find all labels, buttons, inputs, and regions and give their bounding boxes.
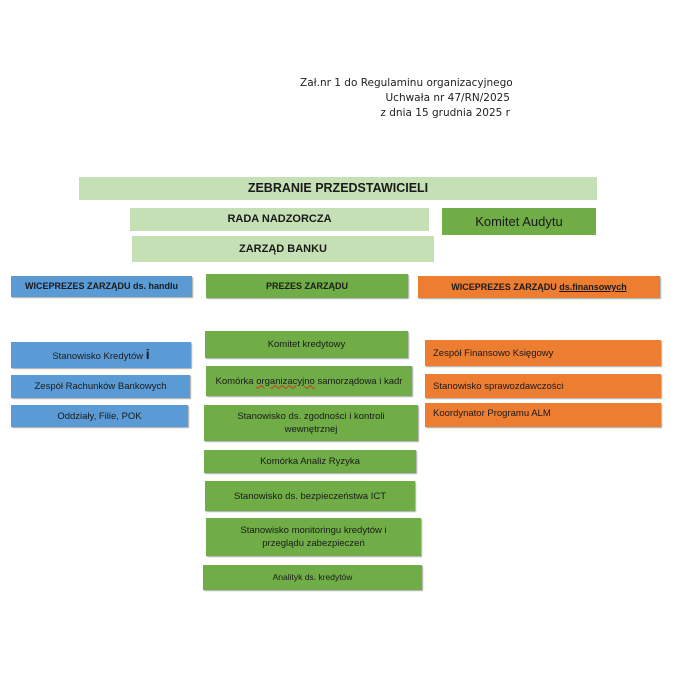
header-line-resolution: Uchwała nr 47/RN/2025 xyxy=(385,92,510,104)
box-label: Stanowisko ds. bezpieczeństwa ICT xyxy=(233,490,387,502)
box-label: Komórka Analiz Ryzyka xyxy=(260,456,360,467)
box-zgodnosci-kontroli: Stanowisko ds. zgodności i kontroli wewn… xyxy=(204,405,418,441)
box-label: Analityk ds. kredytów xyxy=(272,572,353,582)
box-wiceprezes-finansowych: WICEPREZES ZARZĄDU ds.finansowych xyxy=(418,276,660,298)
box-rada-nadzorcza: RADA NADZORCZA xyxy=(130,208,429,231)
box-label: ZEBRANIE PRZEDSTAWICIELI xyxy=(247,181,429,195)
box-stanowisko-kredytow: Stanowisko Kredytów i xyxy=(11,342,191,368)
box-analityk-kredytow: Analityk ds. kredytów xyxy=(203,565,422,590)
header-line-date: z dnia 15 grudnia 2025 r xyxy=(380,107,510,119)
box-label: Zespół Rachunków Bankowych xyxy=(34,381,167,392)
box-wiceprezes-handlu: WICEPREZES ZARZĄDU ds. handlu xyxy=(11,276,192,297)
box-komitet-kredytowy: Komitet kredytowy xyxy=(205,331,408,358)
box-komitet-audytu: Komitet Audytu xyxy=(442,208,596,235)
box-label: Zespół Finansowo Księgowy xyxy=(433,347,554,359)
box-label: Komitet kredytowy xyxy=(267,339,346,350)
box-label: WICEPREZES ZARZĄDU ds. handlu xyxy=(25,281,178,291)
box-label: Koordynator Programu ALM xyxy=(433,408,551,419)
box-label: Stanowisko Kredytów i xyxy=(52,345,150,362)
box-analiz-ryzyka: Komórka Analiz Ryzyka xyxy=(204,450,416,473)
box-oddzialy: Oddziały, Filie, POK xyxy=(11,405,188,427)
box-zarzad-banku: ZARZĄD BANKU xyxy=(132,236,434,262)
box-label: Stanowisko ds. zgodności i kontroli wewn… xyxy=(237,411,385,435)
box-label: Stanowisko monitoringu kredytów i przegl… xyxy=(240,525,387,549)
header-line-attachment: Zał.nr 1 do Regulaminu organizacyjnego xyxy=(300,77,513,89)
box-zespol-rachunkow: Zespół Rachunków Bankowych xyxy=(11,375,190,398)
box-monitoringu-kredytow: Stanowisko monitoringu kredytów i przegl… xyxy=(206,518,421,556)
document-header: Zał.nr 1 do Regulaminu organizacyjnego U… xyxy=(300,76,513,121)
box-label: RADA NADZORCZA xyxy=(227,213,332,225)
box-prezes-zarzadu: PREZES ZARZĄDU xyxy=(206,274,408,298)
box-label: Oddziały, Filie, POK xyxy=(57,410,142,422)
box-label: Komitet Audytu xyxy=(475,214,563,229)
box-label: Komórka organizacyjno samorządowa i kadr xyxy=(215,375,403,387)
box-koordynator-alm: Koordynator Programu ALM xyxy=(425,403,661,427)
underlined-text: ds.finansowych xyxy=(559,281,627,292)
box-stanowisko-sprawozdawczosci: Stanowisko sprawozdawczości xyxy=(425,374,661,398)
spellcheck-underlined-text: organizacyjno xyxy=(256,375,315,387)
box-komorka-organizacyjna: Komórka organizacyjno samorządowa i kadr xyxy=(206,366,412,396)
box-zebranie-przedstawicieli: ZEBRANIE PRZEDSTAWICIELI xyxy=(79,177,597,200)
box-bezpieczenstwa-ict: Stanowisko ds. bezpieczeństwa ICT xyxy=(205,481,415,511)
box-label: ZARZĄD BANKU xyxy=(239,242,327,255)
box-label: WICEPREZES ZARZĄDU ds.finansowych xyxy=(451,281,627,292)
box-zespol-finansowo-ksiegowy: Zespół Finansowo Księgowy xyxy=(425,340,661,366)
box-label: PREZES ZARZĄDU xyxy=(265,280,348,291)
box-label: Stanowisko sprawozdawczości xyxy=(433,380,564,392)
suffix-mark: i xyxy=(145,345,150,362)
